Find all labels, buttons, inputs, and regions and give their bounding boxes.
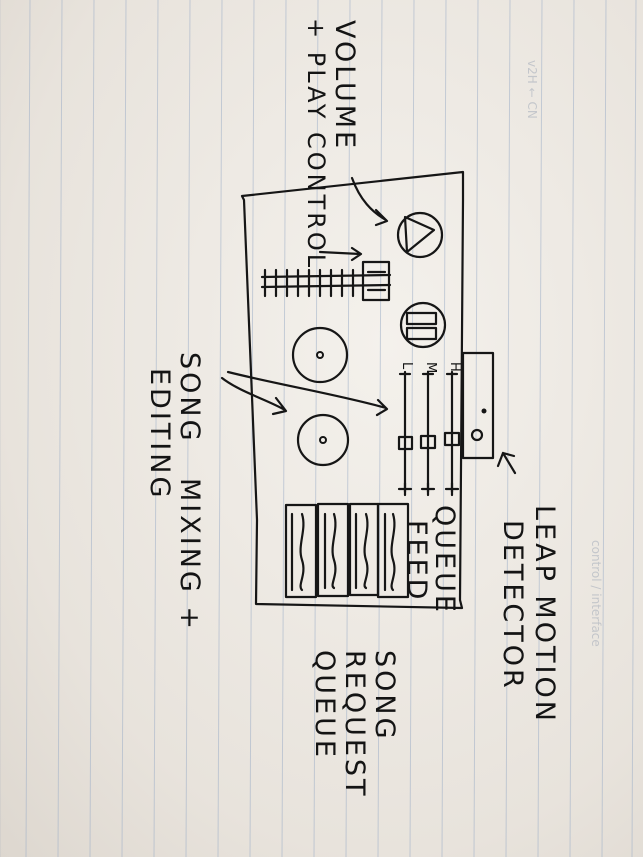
arrow-volume (350, 176, 389, 227)
label-volume-line2: + PLAY CONTROL (302, 18, 330, 271)
label-request-line2: REQUEST (339, 650, 370, 799)
label-mixing-line1: SONG (174, 352, 205, 444)
label-request-line1: SONG (369, 650, 400, 742)
label-mixing-line2: MIXING + (174, 478, 205, 633)
label-volume-play-2: + PLAY CONTROL (302, 18, 330, 270)
jog-wheel-right-center (319, 436, 327, 444)
queue-card-2 (348, 502, 380, 597)
eq-low-label: L (399, 362, 414, 370)
jog-wheel-left-center (316, 351, 324, 359)
label-leap-motion-2: DETECTOR (497, 520, 528, 691)
label-queue-feed: QUEUE (429, 505, 460, 615)
eq-sliders (397, 370, 461, 497)
song-queue-cards (284, 502, 410, 599)
eq-mid-label: M (423, 362, 438, 374)
label-volume-line1: VOLUME (329, 20, 360, 152)
label-song-mixing-2: MIXING + (174, 478, 205, 632)
eq-high-knob (443, 431, 461, 447)
svg-text:v2H ← CN: v2H ← CN (525, 60, 539, 119)
eq-low-knob (397, 435, 414, 451)
leap-motion-dot (481, 408, 487, 414)
eq-mid-knob (419, 434, 437, 450)
label-leap-line2: DETECTOR (497, 520, 528, 691)
label-song-request-2: REQUEST (339, 650, 370, 799)
queue-card-4 (284, 503, 318, 599)
svg-text:control / interface: control / interface (589, 540, 603, 647)
pause-button (399, 301, 447, 349)
eq-high-label: H (447, 362, 462, 372)
label-song-mixing-3: EDITING (144, 368, 175, 500)
arrow-mixing-1 (220, 376, 288, 416)
play-icon (403, 215, 436, 254)
queue-card-3 (316, 502, 350, 598)
label-queue-feed-2: FEED (401, 520, 432, 602)
pause-icon (405, 311, 438, 341)
leap-motion-sensor (461, 351, 495, 460)
jog-wheel-right (296, 413, 350, 467)
arrow-mixing-2 (226, 370, 389, 417)
label-queue-line1: QUEUE (429, 505, 460, 615)
label-leap-motion: LEAP MOTION (529, 505, 560, 724)
play-button (396, 211, 444, 259)
label-song-request-3: QUEUE (309, 650, 340, 760)
label-leap-line1: LEAP MOTION (529, 505, 560, 724)
label-volume-play: VOLUME (329, 20, 360, 151)
jog-wheel-left (291, 326, 349, 384)
ruled-lines (25, 0, 637, 857)
mixer-device-outline (240, 170, 465, 610)
label-mixing-line3: EDITING (144, 368, 175, 501)
label-feed-line: FEED (401, 520, 432, 603)
label-song-mixing: SONG (174, 352, 205, 444)
arrow-leap (496, 451, 517, 475)
arrow-volume-2 (318, 246, 363, 262)
volume-slider (260, 260, 392, 302)
volume-slider-knob (361, 260, 391, 302)
label-song-request: SONG (369, 650, 400, 742)
leap-motion-lens (470, 428, 484, 442)
label-request-line3: QUEUE (309, 650, 340, 760)
